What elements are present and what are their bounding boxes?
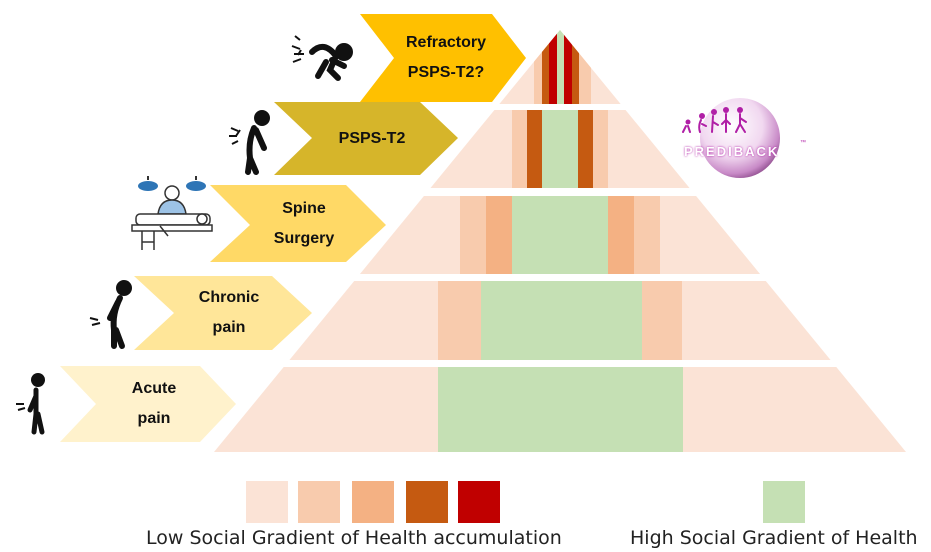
legend-swatch-darkest [458,481,500,523]
trademark-mark: ™ [800,140,806,146]
arrow-surgery [210,185,386,262]
surgery-table-icon [131,176,213,250]
tier-acute [214,367,906,452]
label-psps: PSPS-T2 [338,129,406,147]
evolution-figures-icon [682,107,747,133]
label-acute: Acute pain [131,380,177,427]
arrow-chronic [134,276,312,350]
legend [246,481,805,523]
legend-swatch-light [298,481,340,523]
legend-swatch-lightest [246,481,288,523]
legend-swatch-dark [406,481,448,523]
legend-swatch-green [763,481,805,523]
runner-with-pain-icon [291,35,353,81]
bent-person-with-pain-icon [229,110,270,175]
stage-arrows [60,14,526,442]
label-refractory: Refractory PSPS-T2? [405,34,487,81]
legend-high-label: High Social Gradient of Health [630,527,918,549]
label-chronic: Chronic pain [198,289,260,336]
legend-swatch-medium [352,481,394,523]
tier-refractory [214,30,906,104]
stooped-person-icon [89,280,132,349]
arrow-acute [60,366,236,442]
legend-low-label: Low Social Gradient of Health accumulati… [146,527,562,549]
prediback-logo-text: PREDIBACK [684,144,780,159]
arrow-refractory [360,14,526,102]
prediback-logo [682,98,780,178]
label-surgery: Spine Surgery [273,199,335,247]
arrow-psps [274,102,458,175]
tier-chronic [214,281,906,360]
standing-person-icon [16,373,45,435]
